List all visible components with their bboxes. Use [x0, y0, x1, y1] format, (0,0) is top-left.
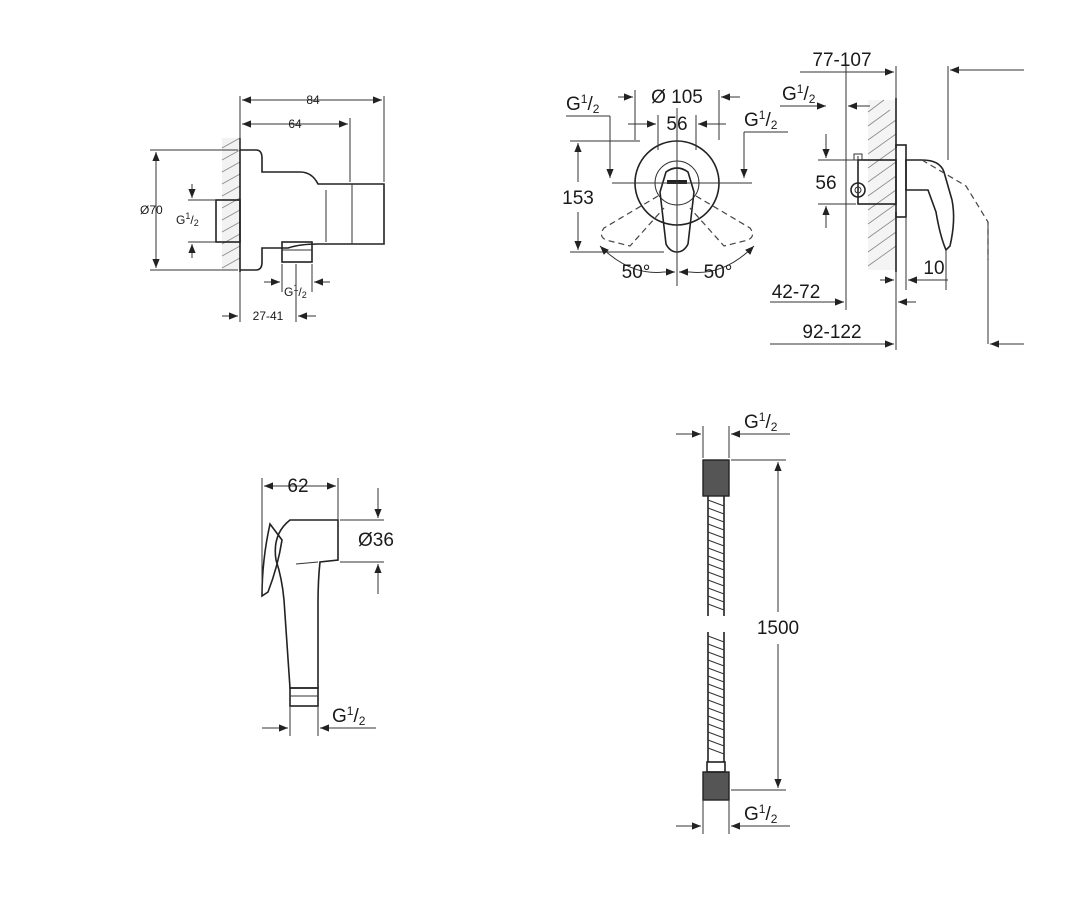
- thread-label-front-right: G1/2: [744, 108, 778, 132]
- thread-label-front-left: G1/2: [566, 92, 600, 116]
- thread-label-side: G1/2: [782, 82, 816, 106]
- thread-label-hose-bottom: G1/2: [744, 802, 778, 826]
- mixer-lever: [659, 167, 695, 253]
- mixer-side-drawing: 77-107 G1/2 56 10 42-72 92-122: [770, 50, 1024, 350]
- angle-left: 50°: [622, 262, 651, 283]
- bracket-outlet: [281, 241, 313, 263]
- hose-drawing: G1/2 1500 G1/2: [676, 410, 799, 834]
- dim-diam36: Ø36: [358, 530, 394, 551]
- thread-label-hose-top: G1/2: [744, 410, 778, 434]
- thread-label-hand-shower: G1/2: [332, 704, 366, 728]
- bracket-body: [240, 149, 385, 271]
- bracket-inlet: [215, 199, 241, 243]
- dim-diam70: Ø70: [140, 203, 163, 217]
- inlet-connector: [850, 182, 866, 198]
- hand-shower-trigger: [261, 522, 283, 598]
- dim-1500: 1500: [757, 618, 799, 639]
- hose-spiral: [707, 496, 725, 762]
- dim-64: 64: [288, 117, 302, 131]
- dim-77-107: 77-107: [812, 50, 871, 71]
- wall-bracket-drawing: 84 64 Ø70 G1/2 G1/2 27-41: [140, 93, 385, 323]
- thread-label-bracket-bottom: G1/2: [284, 283, 307, 300]
- lever-side: [905, 159, 955, 252]
- angle-right: 50°: [704, 262, 733, 283]
- dim-92-122: 92-122: [802, 322, 861, 343]
- wall-hatch: [221, 137, 241, 272]
- hose-nut-bottom: [702, 771, 730, 801]
- dim-42-72: 42-72: [772, 282, 821, 303]
- dim-27-41: 27-41: [253, 309, 284, 323]
- hand-shower-connector: [289, 687, 319, 707]
- dim-84: 84: [306, 93, 320, 107]
- dim-56-front: 56: [666, 114, 687, 135]
- hose-nut-top: [702, 459, 730, 497]
- dim-153: 153: [562, 188, 594, 209]
- dim-56-side: 56: [815, 173, 836, 194]
- hand-shower-drawing: 62 Ø36 G1/2: [261, 476, 394, 736]
- dim-10: 10: [923, 258, 944, 279]
- dim-62: 62: [287, 476, 308, 497]
- hand-shower-body: [274, 519, 339, 689]
- thread-label-bracket-side: G1/2: [176, 211, 199, 228]
- mixer-front-drawing: Ø 105 56 G1/2 G1/2 153 50° 50°: [562, 87, 788, 286]
- dim-diam105: Ø 105: [651, 87, 703, 108]
